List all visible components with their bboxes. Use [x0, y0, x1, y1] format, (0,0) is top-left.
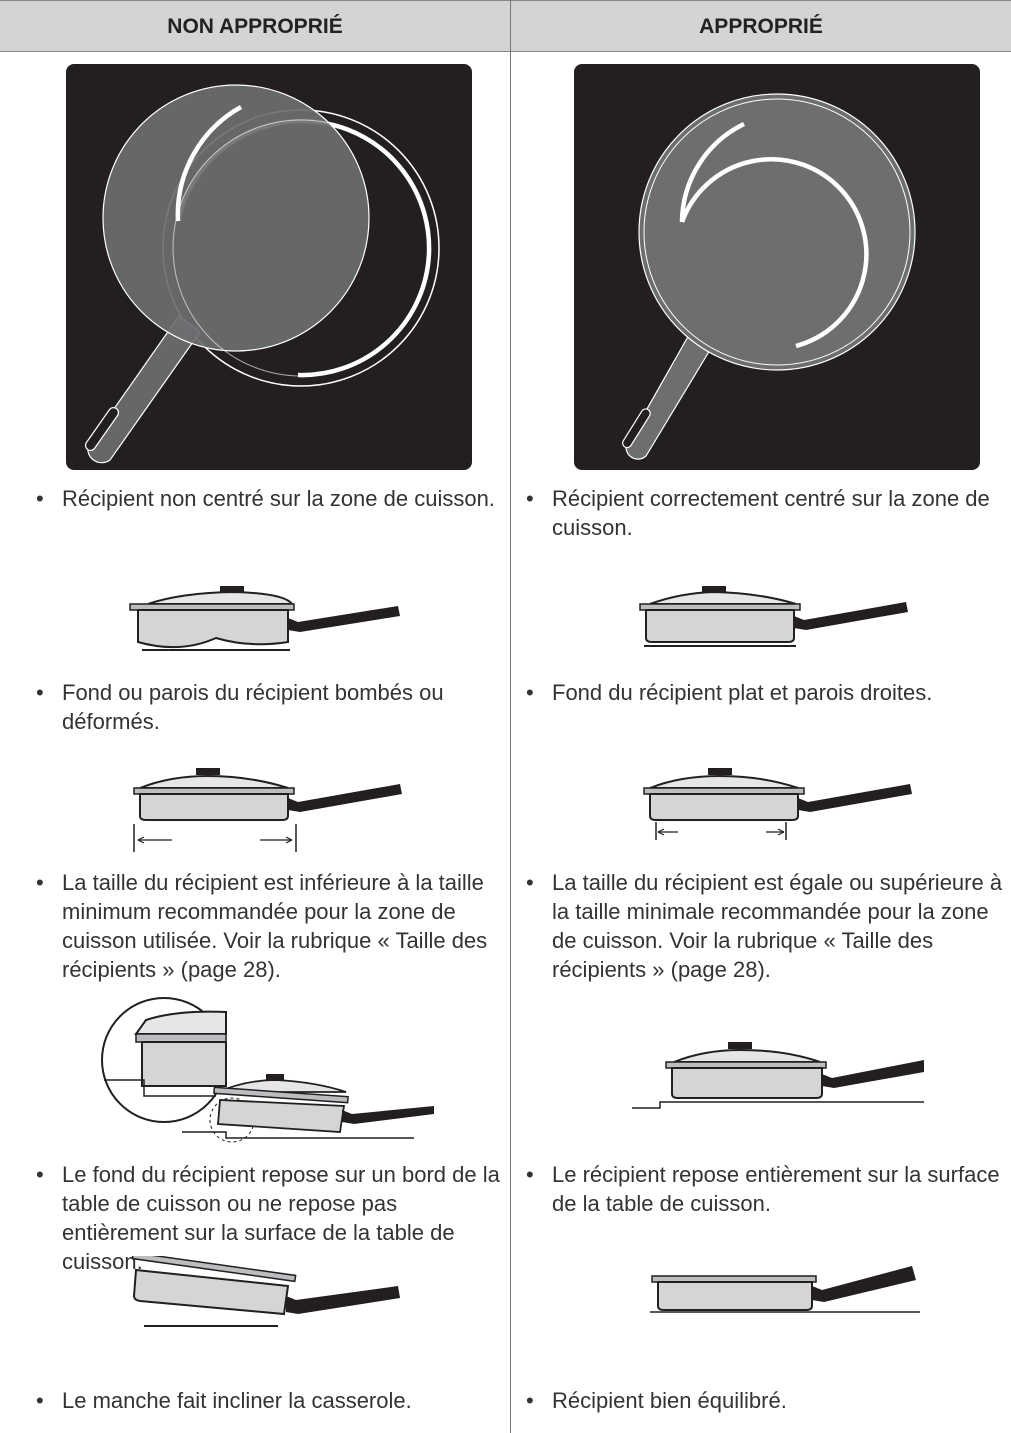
header-suitable: APPROPRIÉ — [511, 1, 1011, 53]
bullet-right-4: •Le récipient repose entièrement sur la … — [526, 1160, 1011, 1218]
column-divider — [510, 0, 511, 1433]
bullet-right-5: •Récipient bien équilibré. — [526, 1386, 1011, 1415]
tilted-pan-illustration — [120, 1256, 410, 1336]
warped-pan-illustration — [120, 580, 410, 660]
table-header: NON APPROPRIÉ APPROPRIÉ — [0, 0, 1011, 52]
bullet-left-1: •Récipient non centré sur la zone de cui… — [36, 484, 506, 513]
bullet-left-2: •Fond ou parois du récipient bombés ou d… — [36, 678, 496, 736]
centered-pan-illustration — [574, 64, 980, 470]
bullet-left-5: •Le manche fait incliner la casserole. — [36, 1386, 506, 1415]
bullet-right-1: •Récipient correctement centré sur la zo… — [526, 484, 1011, 542]
small-pan-illustration — [120, 764, 410, 856]
pan-on-edge-illustration — [96, 996, 442, 1148]
pan-fully-on-surface-illustration — [630, 1036, 930, 1116]
header-not-suitable: NON APPROPRIÉ — [0, 1, 510, 53]
bullet-right-2: •Fond du récipient plat et parois droite… — [526, 678, 1011, 707]
off-center-pan-illustration — [66, 64, 472, 470]
balanced-pan-illustration — [630, 1256, 920, 1336]
matching-pan-illustration — [630, 764, 920, 844]
bullet-left-3: •La taille du récipient est inférieure à… — [36, 868, 506, 984]
bullet-right-3: •La taille du récipient est égale ou sup… — [526, 868, 1011, 984]
flat-pan-illustration — [630, 580, 920, 660]
